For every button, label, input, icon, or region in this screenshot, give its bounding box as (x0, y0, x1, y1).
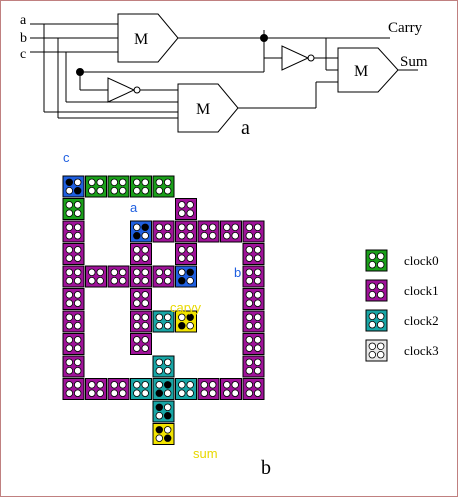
gate-3-label: M (354, 63, 368, 80)
qca-cell-clock1 (130, 265, 152, 288)
qca-cell-clock2 (130, 378, 152, 400)
qca-label-a: a (130, 200, 138, 215)
clock-legend: clock0 clock1 clock2 clock3 (365, 249, 439, 362)
legend-swatch-clock1 (365, 279, 388, 302)
qca-cell-clock1 (242, 333, 265, 355)
qca-cell-clock1 (62, 355, 85, 378)
qca-cell-clock0 (152, 175, 175, 198)
qca-cell-clock1 (152, 265, 175, 288)
qca-cell-clock1 (197, 220, 220, 243)
qca-cell-clock2 (152, 355, 175, 378)
sum-output-label: Sum (400, 54, 428, 70)
gate-1-label: M (134, 31, 148, 48)
qca-cell-clock1 (130, 243, 152, 265)
qca-cell-clock1 (107, 378, 130, 400)
qca-layout (62, 175, 265, 445)
qca-cell-clock1 (62, 220, 85, 243)
input-c-label: c (20, 47, 26, 62)
junction-dot (260, 34, 268, 42)
majority-gate-1 (117, 13, 179, 63)
qca-label-c: c (63, 150, 70, 165)
majority-gate-2 (177, 83, 239, 133)
qca-cell-output (175, 310, 197, 333)
qca-label-b: b (234, 265, 241, 280)
input-a-label: a (20, 13, 27, 28)
qca-cell-clock1 (62, 288, 85, 310)
legend-swatch-clock2 (365, 309, 388, 332)
qca-cell-clock1 (175, 198, 197, 220)
legend-swatch-clock0 (365, 249, 388, 272)
qca-cell-clock0 (62, 198, 85, 220)
qca-cell-clock1 (242, 378, 265, 400)
qca-cell-clock0 (107, 175, 130, 198)
qca-cell-clock1 (85, 265, 107, 288)
qca-cell-clock1 (130, 288, 152, 310)
majority-gate-3 (337, 47, 399, 93)
qca-cell-clock0 (85, 175, 107, 198)
qca-cell-clock1 (107, 265, 130, 288)
carry-output-label: Carry (388, 20, 423, 36)
legend-label-clock3: clock3 (404, 343, 439, 358)
qca-cell-input (175, 265, 197, 288)
legend-label-clock0: clock0 (404, 253, 439, 268)
qca-cell-clock1 (62, 378, 85, 400)
qca-label-carry: caryy (170, 300, 202, 315)
qca-cell-clock1 (130, 333, 152, 355)
qca-cell-clock1 (62, 310, 85, 333)
qca-cell-clock1 (220, 378, 242, 400)
qca-cell-clock2 (152, 310, 175, 333)
qca-cell-clock1 (62, 265, 85, 288)
qca-cell-clock1 (175, 243, 197, 265)
qca-cell-clock1 (152, 220, 175, 243)
qca-cell-clock2 (152, 378, 175, 400)
qca-cell-clock2 (152, 400, 175, 423)
qca-cell-clock0 (130, 175, 152, 198)
qca-cell-clock1 (242, 310, 265, 333)
qca-cell-clock1 (130, 310, 152, 333)
legend-label-clock1: clock1 (404, 283, 439, 298)
legend-swatch-clock3 (365, 339, 388, 362)
qca-cell-input (62, 175, 85, 198)
qca-cell-clock1 (242, 220, 265, 243)
junction-dot (76, 68, 84, 76)
qca-cell-clock1 (242, 243, 265, 265)
qca-cell-clock1 (242, 355, 265, 378)
legend-label-clock2: clock2 (404, 313, 439, 328)
qca-cell-clock1 (242, 265, 265, 288)
qca-cell-clock2 (175, 378, 197, 400)
qca-cell-clock1 (197, 378, 220, 400)
qca-cell-clock1 (242, 288, 265, 310)
logic-circuit (30, 13, 418, 133)
qca-cell-clock1 (175, 220, 197, 243)
qca-cell-clock1 (62, 243, 85, 265)
input-b-label: b (20, 31, 27, 46)
panel-a-label: a (241, 117, 250, 139)
qca-cell-output (152, 423, 175, 445)
qca-cell-clock1 (220, 220, 242, 243)
gate-2-label: M (196, 101, 210, 118)
qca-cell-clock1 (85, 378, 107, 400)
qca-label-sum: sum (193, 446, 218, 461)
qca-cell-input (130, 220, 152, 243)
panel-b-label: b (261, 457, 271, 479)
inverter-1 (281, 45, 310, 71)
inverter-2 (107, 77, 136, 103)
qca-cell-clock1 (62, 333, 85, 355)
